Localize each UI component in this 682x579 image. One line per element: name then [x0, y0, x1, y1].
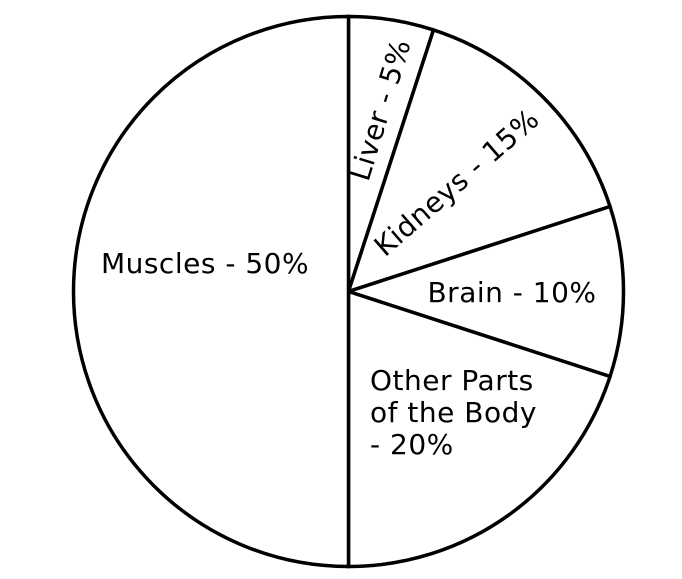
- pie-slice-muscles: [71, 14, 351, 569]
- pie-slice-brain: [342, 204, 626, 379]
- pie-slice-other-parts-of-the-body: [346, 289, 613, 569]
